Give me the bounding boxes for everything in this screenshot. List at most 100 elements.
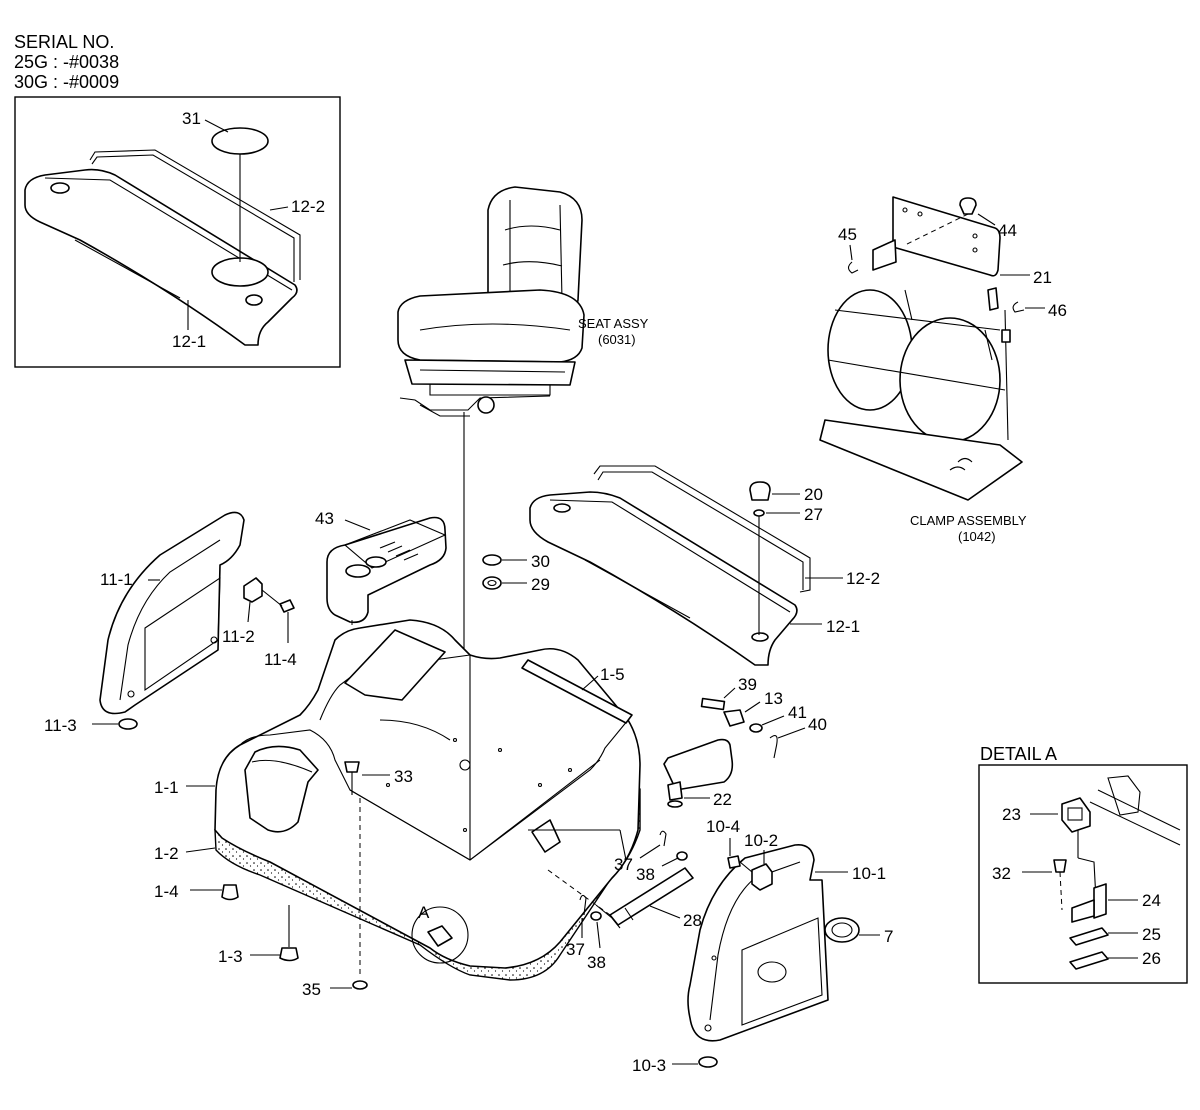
label-40: 40 [808, 715, 827, 734]
label-26: 26 [1142, 949, 1161, 968]
clip-45 [847, 261, 859, 274]
clamp-assembly: 44 45 21 46 CLAMP ASSEMBLY (1042) [819, 196, 1067, 544]
label-11-4: 11-4 [264, 650, 297, 669]
clamp-base-plate [819, 419, 1023, 501]
serial-line-30g: 30G : -#0009 [14, 72, 119, 92]
seat-assy-caption: SEAT ASSY [578, 316, 649, 331]
washer-38-lower [590, 911, 602, 921]
label-21: 21 [1033, 268, 1052, 287]
pin-37-lower [579, 894, 587, 916]
nut-35 [352, 980, 368, 990]
label-1-1: 1-1 [154, 778, 179, 797]
label-7: 7 [884, 927, 893, 946]
inset-rim-12-2 [89, 149, 301, 282]
label-25: 25 [1142, 925, 1161, 944]
panel-12-1 [529, 491, 798, 666]
bracket-24 [1093, 883, 1107, 919]
clip-46 [1012, 301, 1025, 313]
washer-41 [749, 723, 763, 733]
label-44: 44 [998, 221, 1017, 240]
rear-panel-group: 20 27 12-2 12-1 [529, 465, 880, 666]
console-recess [344, 629, 446, 701]
inset-panel-hole [50, 182, 70, 194]
label-35: 35 [302, 980, 321, 999]
bracket-11-2 [243, 577, 263, 603]
label-10-4: 10-4 [706, 817, 740, 836]
grommet-10-3 [698, 1056, 718, 1068]
label-33: 33 [394, 767, 413, 786]
shim-26 [1069, 951, 1109, 970]
label-39: 39 [738, 675, 757, 694]
washer-38-upper [676, 851, 688, 861]
storage-pocket [244, 745, 319, 833]
seat-assembly: SEAT ASSY (6031) [397, 186, 649, 860]
pin-39 [700, 697, 726, 711]
inset-cap-31 [211, 127, 269, 155]
label-11-2: 11-2 [222, 627, 255, 646]
grommet-7 [824, 917, 860, 943]
grommet-11-3 [118, 718, 138, 730]
inset-panel-hole [245, 294, 263, 306]
clamp-assembly-code: (1042) [958, 529, 996, 544]
label-12-2: 12-2 [291, 197, 325, 216]
seat-rails [399, 395, 551, 417]
label-11-3: 11-3 [44, 716, 77, 735]
label-1-4: 1-4 [154, 882, 179, 901]
label-10-2: 10-2 [744, 831, 778, 850]
label-11-1: 11-1 [100, 570, 133, 589]
console-43: 43 [315, 509, 447, 760]
hinge-13 [663, 738, 734, 791]
detail-a-frame [978, 764, 1188, 984]
plug-and-grommet: 30 29 [482, 552, 550, 594]
inset-frame [14, 96, 341, 368]
clamp-band-left [827, 289, 913, 411]
knob-20 [749, 481, 771, 501]
hinge-group: 39 13 41 40 22 [663, 675, 827, 809]
pin-37-upper [659, 830, 667, 847]
label-43: 43 [315, 509, 334, 528]
label-10-3: 10-3 [632, 1056, 666, 1075]
label-41: 41 [788, 703, 807, 722]
detail-a-callout-letter: A [418, 903, 430, 922]
serial-variant-inset: 31 12-2 12-1 [14, 96, 341, 368]
label-28: 28 [683, 911, 702, 930]
label-12-2-main: 12-2 [846, 569, 880, 588]
right-cover-group: 10-4 10-2 10-1 7 10-3 [632, 817, 893, 1075]
washer-27 [753, 509, 765, 517]
bolt-10-4 [727, 855, 741, 869]
cup-holder-left [345, 564, 371, 578]
gas-spring-group: 28 37 38 37 38 [547, 830, 702, 972]
seat-suspension [404, 359, 576, 386]
grommet-29 [482, 576, 502, 590]
latch-23 [1061, 797, 1091, 833]
body-shell [214, 619, 641, 969]
inset-panel-12-1 [24, 168, 298, 346]
left-cover-group: 11-1 11-2 11-4 11-3 [44, 511, 297, 735]
label-32: 32 [992, 864, 1011, 883]
bolt-22 [667, 781, 683, 801]
detail-a-title: DETAIL A [980, 744, 1057, 764]
label-37-lower: 37 [566, 940, 585, 959]
label-24: 24 [1142, 891, 1161, 910]
serial-line-25g: 25G : -#0038 [14, 52, 119, 72]
label-46: 46 [1048, 301, 1067, 320]
serial-title: SERIAL NO. [14, 32, 114, 52]
bolt-44 [959, 197, 977, 215]
bumper-1-3 [279, 947, 299, 962]
label-27: 27 [804, 505, 823, 524]
label-1-2: 1-2 [154, 844, 179, 863]
label-13: 13 [764, 689, 783, 708]
label-45: 45 [838, 225, 857, 244]
label-29: 29 [531, 575, 550, 594]
label-1-3: 1-3 [218, 947, 243, 966]
side-cover-11-1 [99, 511, 245, 715]
label-23: 23 [1002, 805, 1021, 824]
plug-30 [482, 554, 502, 566]
label-37-upper: 37 [614, 855, 633, 874]
shim-25 [1069, 927, 1109, 946]
fasteners-body: 33 35 1-4 1-3 [154, 761, 413, 999]
label-30: 30 [531, 552, 550, 571]
cup-holder-right [365, 556, 387, 568]
detail-a-callout-circle [411, 906, 469, 964]
